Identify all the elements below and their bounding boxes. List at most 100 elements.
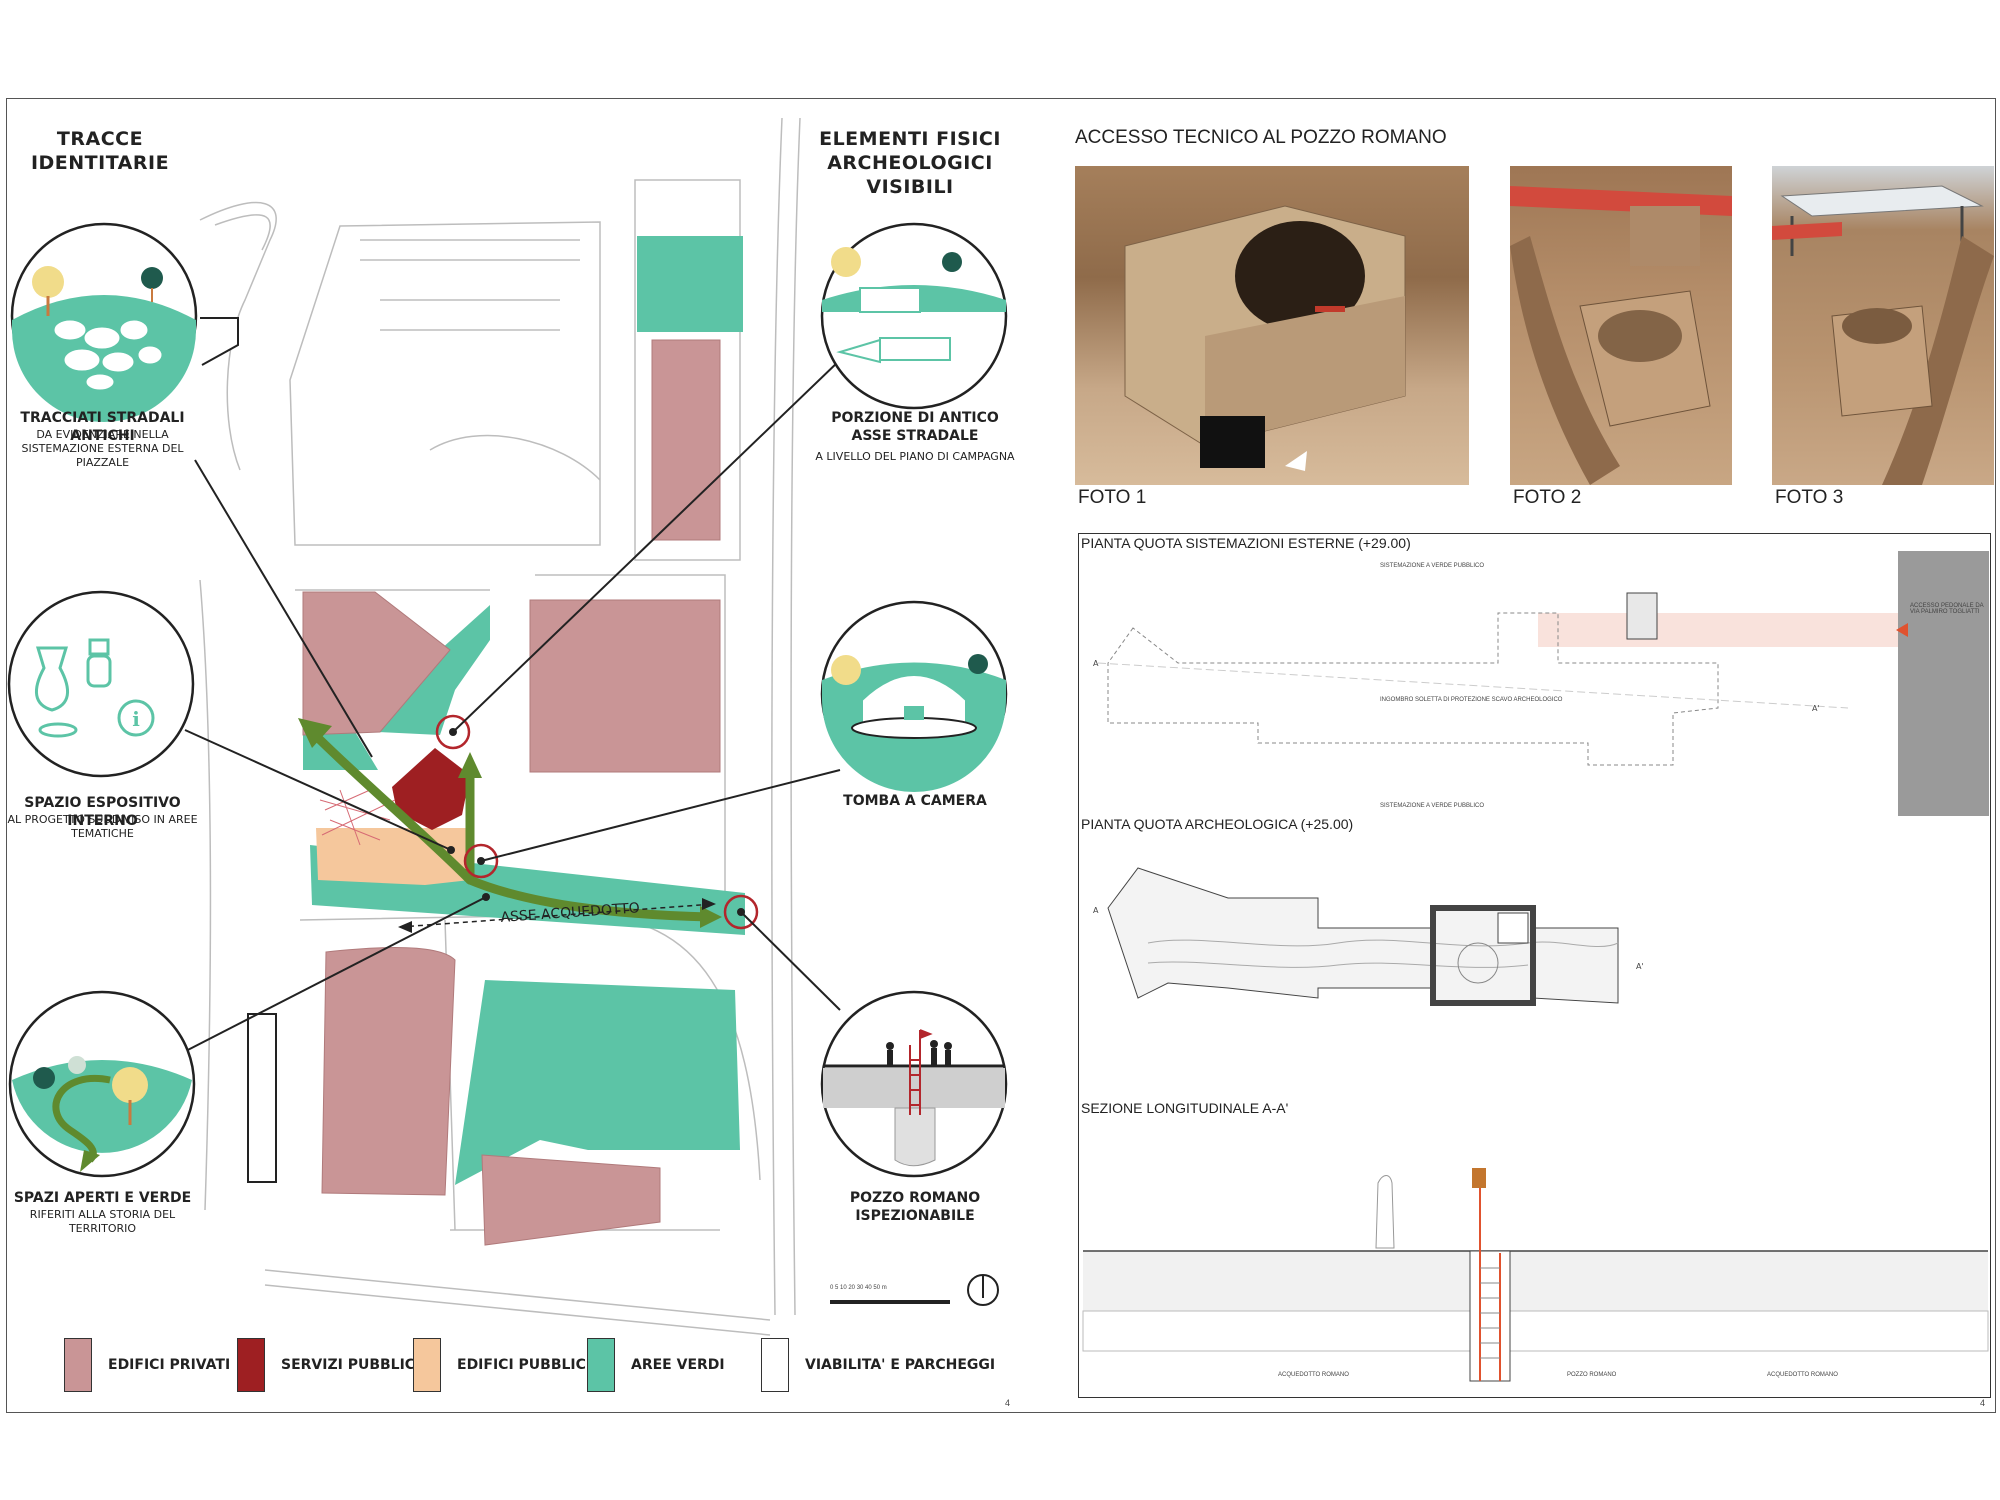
section-label-well: POZZO ROMANO	[1567, 1372, 1617, 1378]
heading-elementi-fisici: ELEMENTI FISICI ARCHEOLOGICI VISIBILI	[819, 128, 1001, 198]
aqueduct-outline	[1107, 867, 1619, 1004]
right-page-number: 4	[1980, 1398, 1986, 1408]
legend-green: AREE VERDI	[587, 1338, 725, 1392]
ladder-icon	[909, 1045, 921, 1115]
path-northwest	[305, 725, 475, 885]
tree-icon	[942, 252, 962, 272]
photo-3-caption: FOTO 3	[1775, 487, 1844, 508]
column-icon	[859, 287, 921, 313]
signage-icon	[1472, 1168, 1486, 1188]
pedestrian-path	[1538, 613, 1898, 647]
section-label-aqueduct-east: ACQUEDOTTO ROMANO	[1767, 1372, 1838, 1378]
private-building-1	[651, 339, 721, 541]
right-panel-title: ACCESSO TECNICO AL POZZO ROMANO	[1075, 127, 1447, 148]
well-chamber	[1430, 905, 1536, 1006]
plan1-note-access: ACCESSO PEDONALE DA VIA PALMIRO TOGLIATT…	[1910, 603, 1984, 615]
arrowhead-nw	[298, 718, 332, 748]
parking-bar	[247, 1013, 277, 1183]
marker-ring	[723, 894, 759, 930]
svg-text:i: i	[132, 707, 140, 731]
arrowhead-n	[458, 752, 482, 778]
arrowhead-e	[700, 906, 722, 928]
tree-icon	[831, 247, 861, 277]
marker-ring	[463, 843, 499, 879]
tree-icon	[141, 267, 163, 289]
scale-label: 0 5 10 20 30 40 50 m	[830, 1285, 887, 1291]
tree-icon	[831, 655, 861, 685]
tracciati-title: TRACCIATI STRADALI ANTICHI	[20, 410, 185, 444]
legend-swatch	[237, 1338, 265, 1392]
archaeological-sketch	[319, 789, 396, 846]
spazi-aperti-title: SPAZI APERTI E VERDE	[13, 1190, 192, 1206]
callout-pozzo	[820, 990, 1008, 1178]
section-longitudinal	[1082, 1168, 1989, 1382]
left-page-number: 4	[1005, 1398, 1011, 1408]
plan1-note-top: SISTEMAZIONE A VERDE PUBBLICO	[1380, 563, 1485, 569]
legend-swatch	[761, 1338, 789, 1392]
photo-3	[1772, 166, 1994, 485]
spazio-title: SPAZIO ESPOSITIVO INTERNO	[24, 795, 181, 829]
legend-label: AREE VERDI	[631, 1357, 725, 1373]
tree-icon	[968, 654, 988, 674]
tomb-icon	[861, 674, 967, 727]
scale-bar	[830, 1300, 950, 1304]
amphora-icon	[35, 646, 69, 712]
road-strip	[1898, 551, 1989, 816]
drawings-frame	[1078, 533, 1991, 1398]
tree-icon	[32, 266, 64, 298]
callout-tracciati	[10, 222, 198, 422]
tomba-title: TOMBA A CAMERA	[843, 793, 987, 809]
svg-text:A': A'	[1812, 704, 1820, 713]
photo-2-caption: FOTO 2	[1513, 487, 1582, 508]
info-icon	[117, 699, 155, 737]
tracciati-subtitle: DA EVIDENZIARE NELLA SISTEMAZIONE ESTERN…	[21, 428, 184, 469]
tree-icon	[68, 1056, 86, 1074]
plan-external: A A'	[1093, 551, 1989, 816]
green-wedge-east	[378, 605, 490, 735]
north-arrow-icon	[967, 1274, 999, 1306]
ground-layer	[1083, 1251, 1988, 1311]
legend-public: EDIFICI PUBBLICI	[413, 1338, 591, 1392]
legend-label: SERVIZI PUBBLICI	[281, 1357, 421, 1373]
legend-swatch	[64, 1338, 92, 1392]
poi-markers	[435, 714, 759, 930]
section-ladder	[1479, 1168, 1501, 1381]
photo-2	[1510, 166, 1732, 485]
porzione-title: PORZIONE DI ANTICO ASSE STRADALE	[831, 410, 999, 444]
public-services-building	[392, 748, 470, 830]
spazi-aperti-subtitle: RIFERITI ALLA STORIA DEL TERRITORIO	[29, 1208, 176, 1235]
callout-spazio-espositivo: i	[7, 590, 195, 778]
pozzo-title: POZZO ROMANO ISPEZIONABILE	[849, 1190, 981, 1224]
vase-icon	[88, 638, 110, 656]
callout-spazi-aperti	[8, 990, 196, 1178]
legend-roads: VIABILITA' E PARCHEGGI	[761, 1338, 995, 1392]
drawing-2-title: PIANTA QUOTA ARCHEOLOGICA (+25.00)	[1081, 816, 1354, 832]
plan1-note-middle: INGOMBRO SOLETTA DI PROTEZIONE SCAVO ARC…	[1380, 697, 1563, 703]
person-silhouette-icon	[1375, 1175, 1395, 1249]
porzione-subtitle: A LIVELLO DEL PIANO DI CAMPAGNA	[815, 450, 1015, 463]
private-building-5	[481, 1154, 661, 1246]
tree-icon	[112, 1067, 148, 1103]
technical-drawings: A A' A A'	[1082, 551, 1989, 1382]
legend-label: EDIFICI PUBBLICI	[457, 1357, 592, 1373]
parking-bracket	[200, 317, 239, 366]
access-hatch	[1626, 592, 1658, 640]
legend-swatch	[587, 1338, 615, 1392]
spazio-subtitle: AL PROGETTO SUDDIVISO IN AREE TEMATICHE	[7, 813, 198, 840]
legend-private: EDIFICI PRIVATI	[64, 1338, 230, 1392]
private-building-4	[321, 946, 456, 1196]
private-buildings	[302, 339, 721, 1246]
green-block-north	[637, 236, 743, 332]
svg-text:A': A'	[1636, 962, 1644, 971]
access-arrow-icon	[1896, 623, 1908, 637]
parking-areas	[200, 317, 277, 1183]
private-building-3	[529, 599, 721, 773]
tree-icon	[33, 1067, 55, 1089]
drawing-1-title: PIANTA QUOTA SISTEMAZIONI ESTERNE (+29.0…	[1081, 535, 1411, 551]
private-building-2	[302, 591, 451, 736]
masterplan-map: i	[7, 117, 1008, 1336]
svg-text:A: A	[1093, 906, 1099, 915]
svg-text:A: A	[1093, 659, 1099, 668]
legend-services: SERVIZI PUBBLICI	[237, 1338, 420, 1392]
well-icon	[894, 1107, 936, 1167]
